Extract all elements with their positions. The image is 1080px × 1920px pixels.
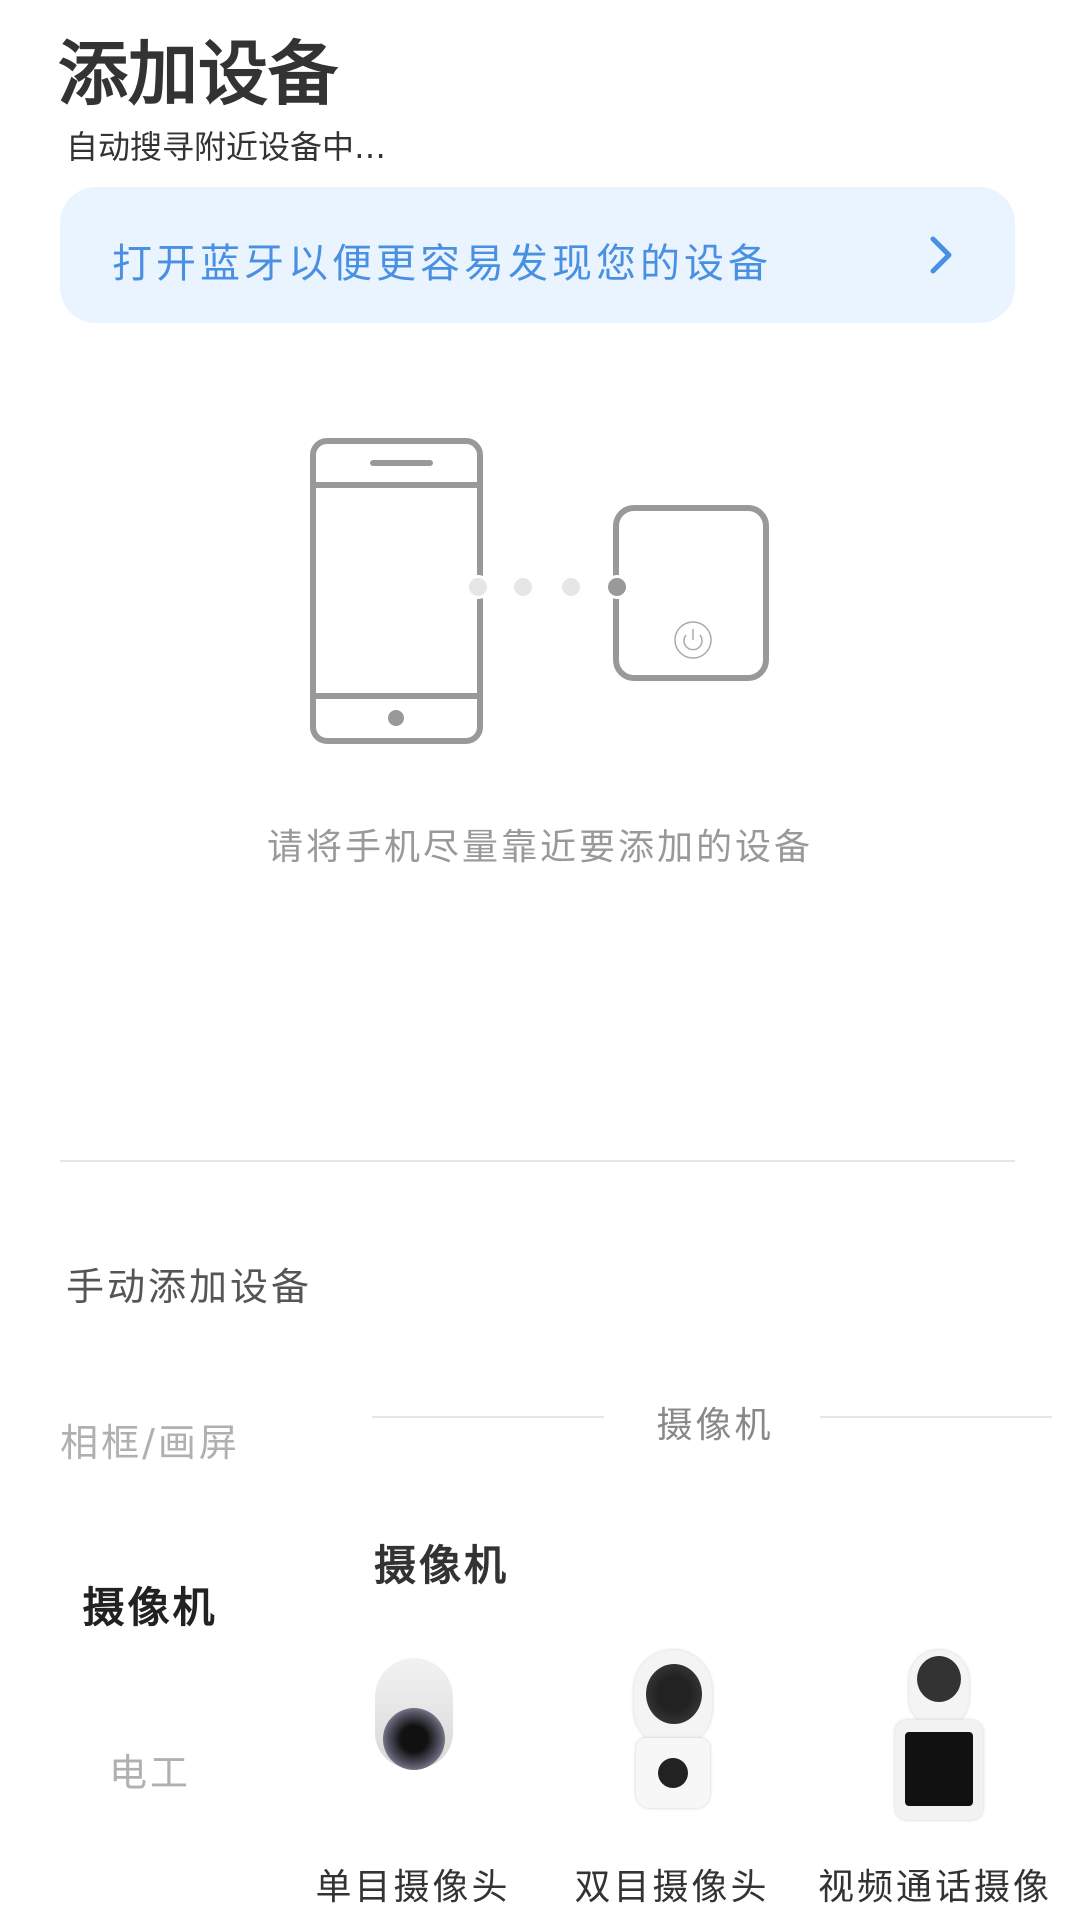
phone-icon bbox=[310, 438, 483, 744]
pairing-illustration bbox=[310, 438, 769, 744]
product-label: 单目摄像头 bbox=[315, 1867, 511, 1908]
enable-bluetooth-banner[interactable]: 打开蓝牙以便更容易发现您的设备 bbox=[60, 187, 1015, 323]
product-label: 双目摄像头 bbox=[574, 1867, 770, 1908]
proximity-hint: 请将手机尽量靠近要添加的设备 bbox=[266, 827, 813, 868]
category-photo-frame[interactable]: 相框/画屏 bbox=[60, 1421, 240, 1465]
page-title: 添加设备 bbox=[58, 33, 338, 115]
manual-add-title: 手动添加设备 bbox=[66, 1265, 313, 1309]
device-icon bbox=[613, 505, 769, 681]
product-dual-camera[interactable]: 双目摄像头 bbox=[542, 1650, 802, 1910]
search-status: 自动搜寻附近设备中… bbox=[66, 128, 387, 166]
section-line-left bbox=[372, 1416, 604, 1418]
section-title: 摄像机 bbox=[656, 1405, 774, 1446]
dual-camera-image bbox=[542, 1650, 802, 1820]
group-title: 摄像机 bbox=[374, 1541, 510, 1590]
divider bbox=[60, 1160, 1015, 1162]
chevron-right-icon bbox=[930, 236, 952, 274]
power-icon bbox=[674, 621, 712, 659]
connection-dots bbox=[466, 575, 629, 599]
video-call-camera-image bbox=[805, 1650, 1065, 1820]
section-line-right bbox=[820, 1416, 1052, 1418]
category-camera[interactable]: 摄像机 bbox=[82, 1583, 218, 1632]
banner-text: 打开蓝牙以便更容易发现您的设备 bbox=[112, 241, 772, 287]
product-single-camera[interactable]: 单目摄像头 bbox=[283, 1650, 543, 1910]
dome-camera-image bbox=[283, 1650, 543, 1820]
product-label: 视频通话摄像 bbox=[817, 1867, 1052, 1908]
product-video-call-camera[interactable]: 视频通话摄像 bbox=[805, 1650, 1065, 1910]
category-electrician[interactable]: 电工 bbox=[108, 1751, 191, 1795]
